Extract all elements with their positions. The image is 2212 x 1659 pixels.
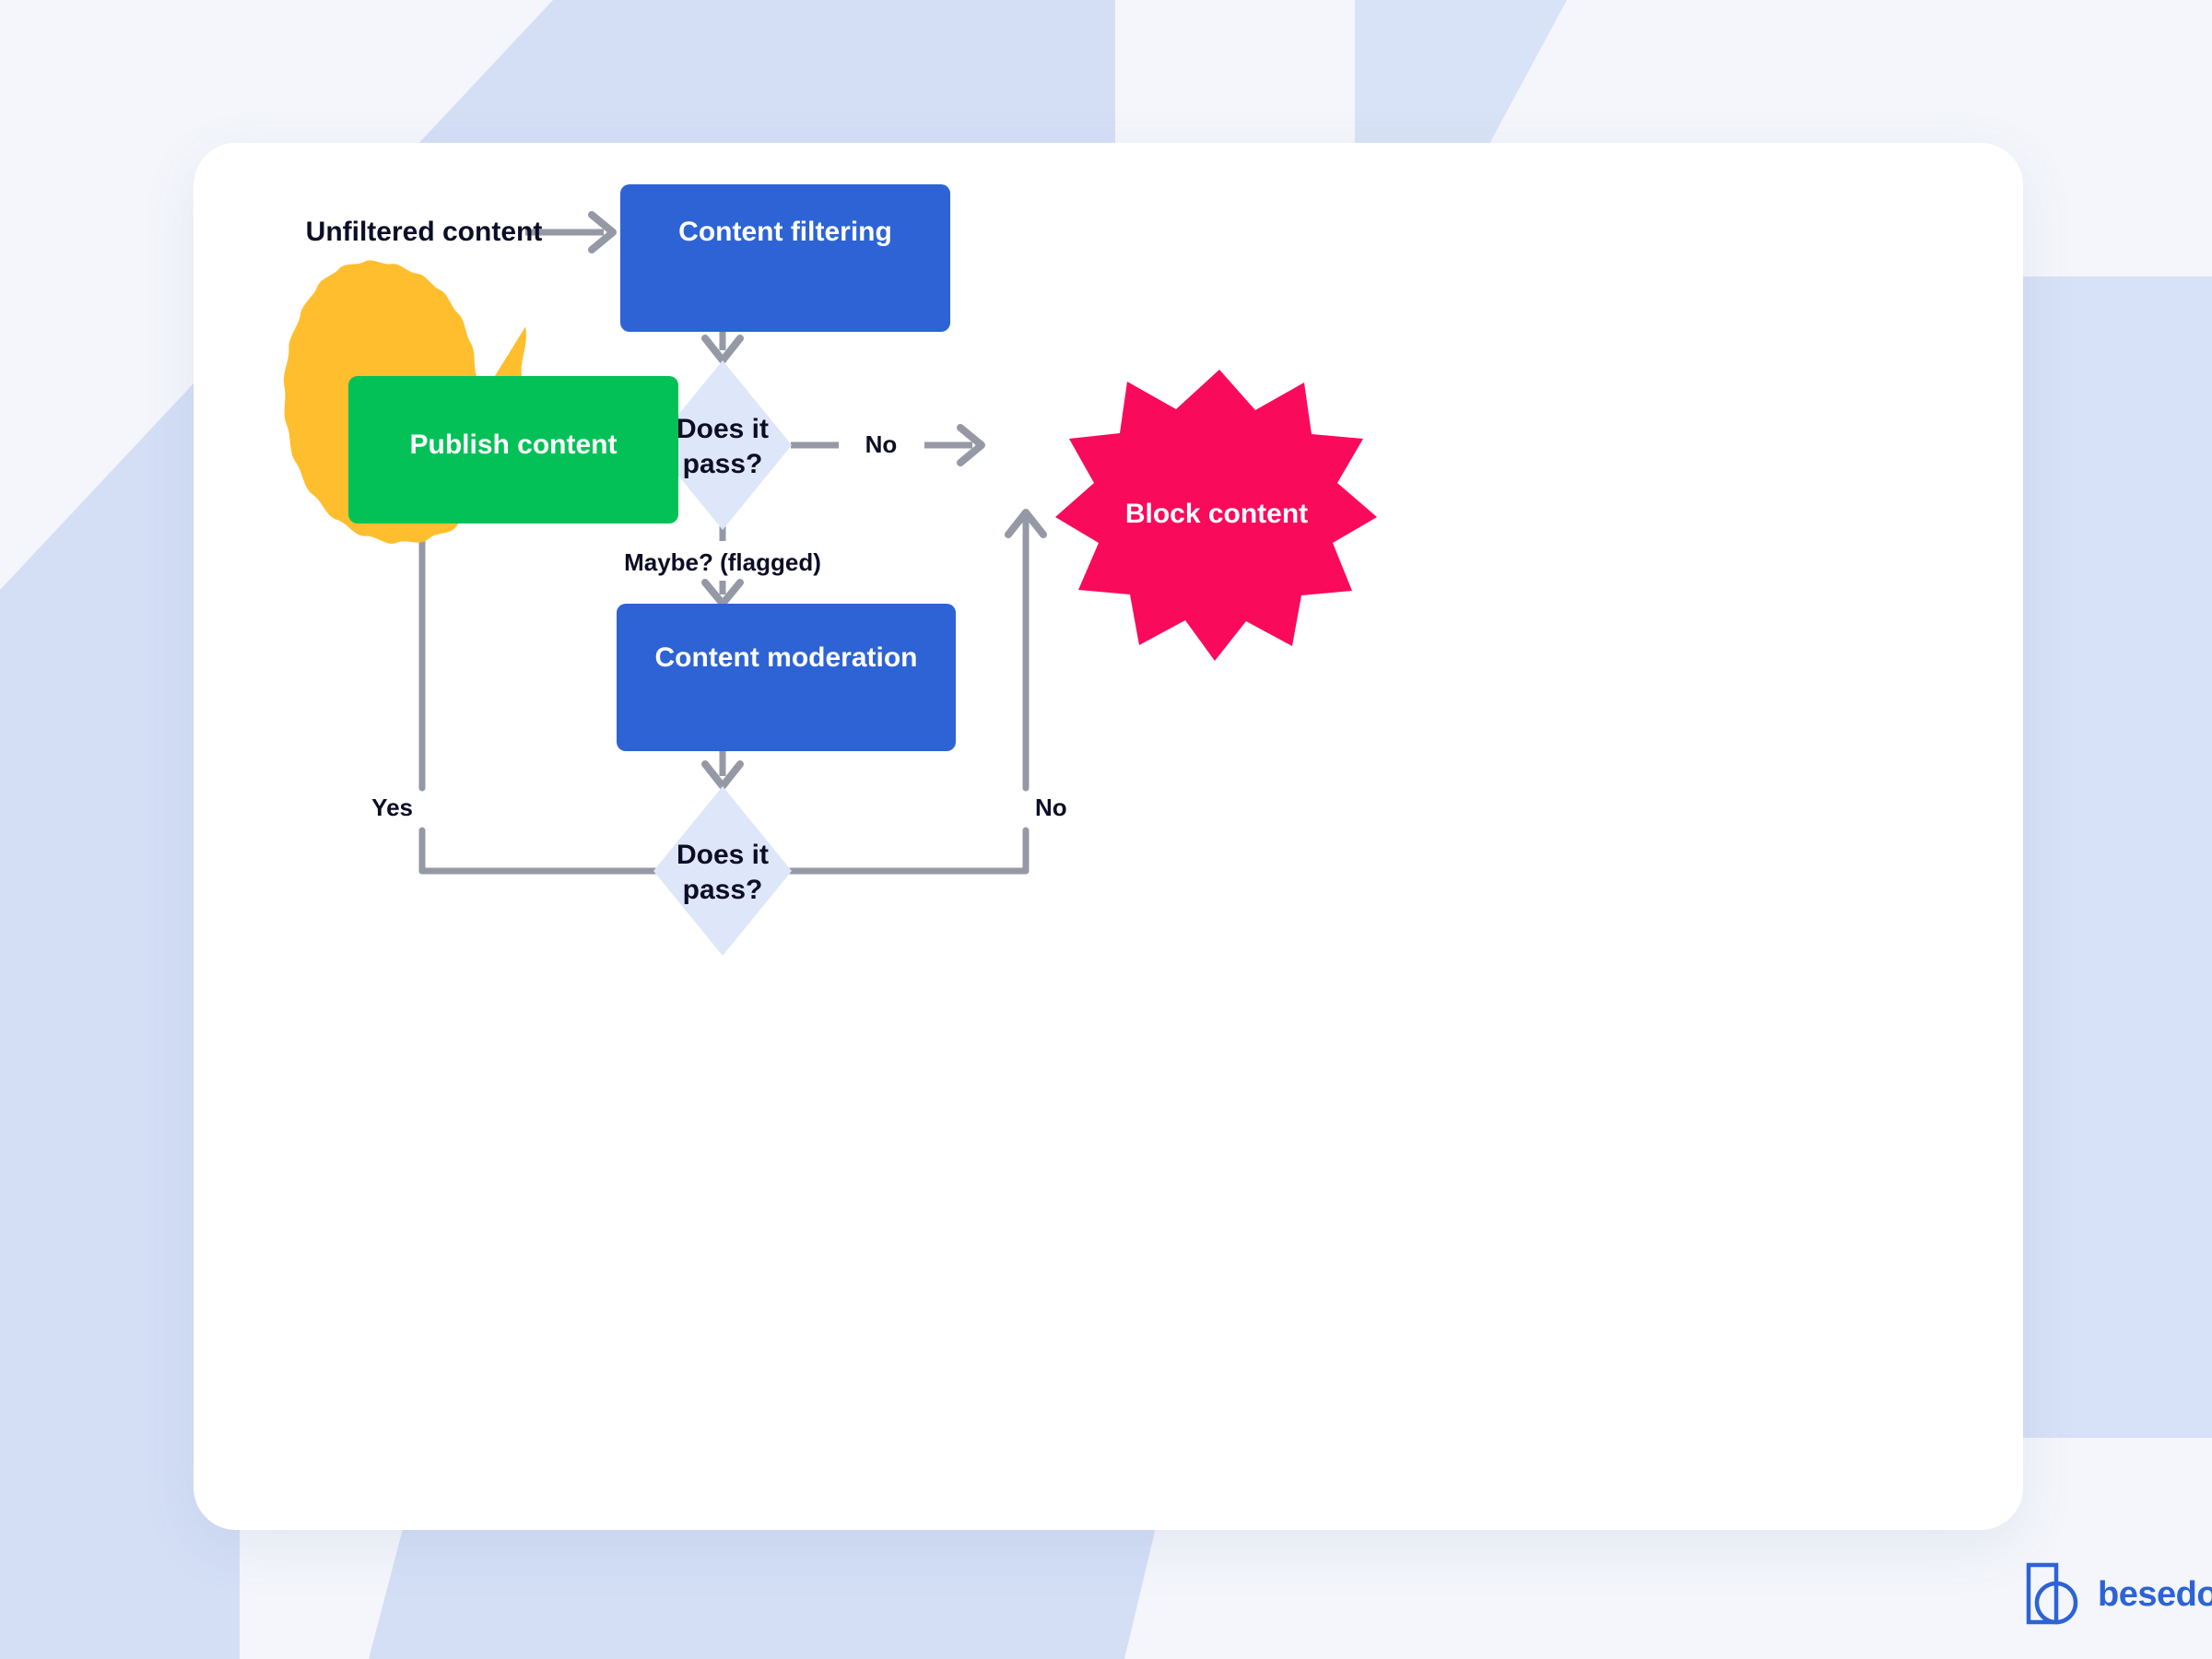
publish-content-label: Publish content: [410, 429, 618, 460]
edge-label-maybe-flagged: Maybe? (flagged): [624, 548, 821, 576]
node-block-content[interactable]: Block content: [1055, 370, 1377, 661]
besedo-logo-mark: [2026, 1562, 2078, 1625]
node-publish-content[interactable]: Publish content: [348, 376, 678, 524]
decision-filter-label-line1: Does it: [677, 414, 769, 444]
content-moderation-label: Content moderation: [655, 642, 918, 673]
besedo-logo: besedo: [2026, 1562, 2212, 1627]
decision-moderation-label-line1: Does it: [677, 840, 769, 870]
content-filtering-shape: [620, 184, 950, 332]
decision-filter-shape: [653, 360, 792, 530]
edge-decision-to-block-no: No: [793, 424, 985, 466]
besedo-wordmark: besedo: [2098, 1575, 2212, 1614]
bg-shape-right-slab: [1972, 276, 2212, 1189]
decision-filter-label-line2: pass?: [683, 449, 763, 479]
block-content-shape: [1055, 370, 1377, 661]
edge-decision-to-moderation-maybe: Maybe? (flagged): [624, 523, 821, 607]
content-filtering-label: Content filtering: [678, 217, 892, 247]
node-content-filtering[interactable]: Content filtering: [620, 184, 950, 332]
node-decision-filter[interactable]: Does it pass?: [653, 360, 792, 530]
edge-label-yes-bottom: Yes: [371, 794, 413, 821]
unfiltered-content-label: Unfiltered content: [306, 217, 543, 247]
node-content-moderation[interactable]: Content moderation: [617, 604, 956, 751]
decision-moderation-shape: [653, 786, 792, 956]
edge-unfiltered-to-filtering: [525, 211, 617, 253]
flowchart: Yes No Maybe? (flagged) Yes: [283, 184, 1377, 956]
edge-label-no-bottom: No: [1035, 794, 1067, 821]
block-content-label: Block content: [1125, 499, 1308, 529]
node-decision-moderation[interactable]: Does it pass?: [653, 786, 792, 956]
decision-moderation-label-line2: pass?: [683, 875, 763, 905]
content-moderation-shape: [617, 604, 956, 751]
edge-label-no-top: No: [865, 430, 898, 458]
publish-content-shape: [348, 376, 678, 524]
